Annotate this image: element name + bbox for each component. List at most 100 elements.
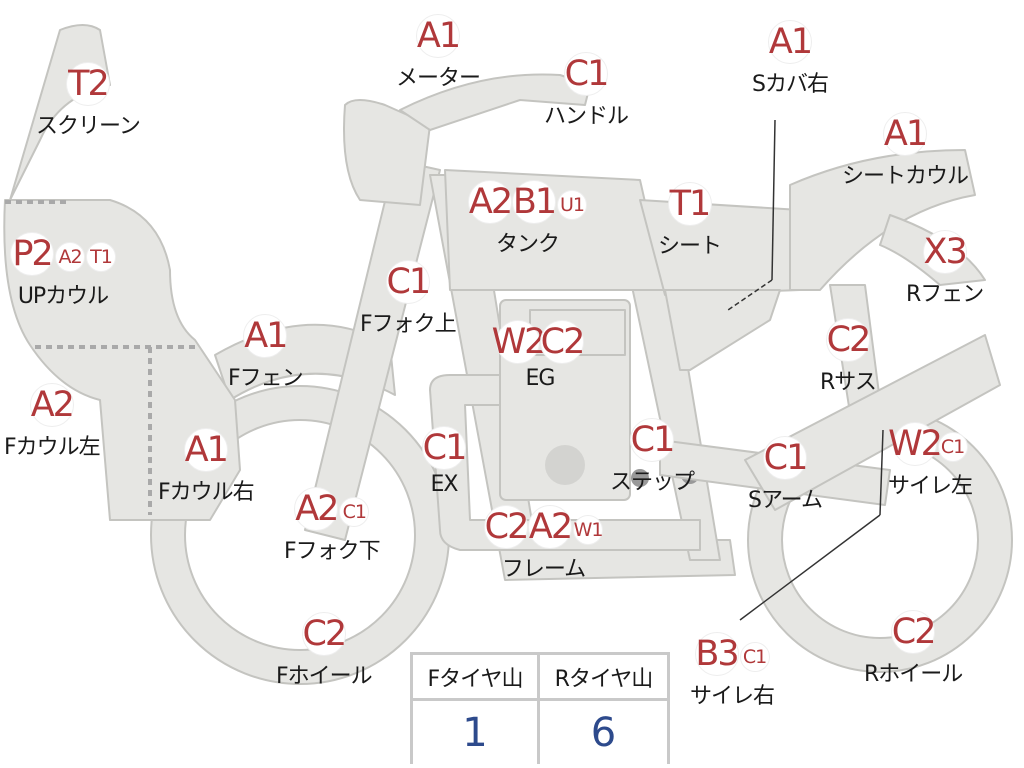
damage-codes: A1 xyxy=(243,314,288,358)
part-label: Rフェン xyxy=(906,282,984,307)
damage-code-badge: C2 xyxy=(891,610,937,654)
part-label: ハンドル xyxy=(544,104,629,129)
damage-codes: C2 xyxy=(891,610,937,654)
part-label: Fカウル左 xyxy=(4,435,101,460)
part-label: シート xyxy=(658,234,722,259)
part-label: EG xyxy=(525,366,556,391)
part-seat: T1 シート xyxy=(658,182,722,260)
rear-tire-header: Rタイヤ山 xyxy=(540,655,667,701)
damage-code-badge: T2 xyxy=(65,62,110,106)
front-tire-value: 1 xyxy=(413,701,540,764)
damage-codes: T1 xyxy=(667,182,712,226)
damage-code-badge: W2 xyxy=(888,422,943,466)
damage-code-badge: C2 xyxy=(540,320,585,364)
part-label: フレーム xyxy=(501,557,586,582)
damage-codes: C2 xyxy=(825,318,871,362)
damage-code-badge: A2 xyxy=(294,487,339,531)
part-label: Fフォク上 xyxy=(360,312,457,337)
part-label: Rホイール xyxy=(864,662,963,687)
part-label: Sアーム xyxy=(748,488,823,513)
damage-code-badge: C1 xyxy=(739,642,770,672)
damage-code-badge: U1 xyxy=(557,190,587,220)
seat-cowl-shape xyxy=(789,149,976,291)
damage-code-badge: W1 xyxy=(573,515,603,545)
damage-codes: A2 xyxy=(29,383,75,427)
damage-code-badge: C1 xyxy=(339,497,370,527)
part-label: UPカウル xyxy=(17,284,109,309)
part-label: Fカウル右 xyxy=(158,480,255,505)
part-screen: T2 スクリーン xyxy=(36,62,141,140)
part-label: Sカバ右 xyxy=(752,72,829,97)
damage-code-badge: A1 xyxy=(416,14,461,58)
damage-codes: C1 xyxy=(422,426,467,470)
damage-code-badge: C1 xyxy=(937,432,968,462)
damage-code-badge: B1 xyxy=(512,180,557,224)
part-seat-cowl: A1 シートカウル xyxy=(842,112,969,190)
part-meter: A1 メーター xyxy=(396,14,481,92)
damage-codes: A1 xyxy=(416,14,461,58)
damage-code-badge: A2 xyxy=(468,180,513,224)
damage-code-badge: C1 xyxy=(763,436,808,480)
damage-code-badge: C1 xyxy=(630,418,675,462)
handlebar-shape xyxy=(399,73,591,131)
part-label: Fフォク下 xyxy=(284,539,381,564)
damage-codes: X3 xyxy=(922,230,968,274)
part-label: Rサス xyxy=(820,370,877,395)
damage-code-badge: A2 xyxy=(528,505,573,549)
damage-code-badge: B3 xyxy=(694,632,740,676)
tire-tread-table: Fタイヤ山 Rタイヤ山 1 6 xyxy=(410,652,670,764)
part-label: Fホイール xyxy=(276,664,373,689)
part-label: タンク xyxy=(495,232,560,257)
damage-code-badge: A1 xyxy=(767,20,813,64)
damage-code-badge: A1 xyxy=(243,314,288,358)
part-label: スクリーン xyxy=(36,114,141,139)
damage-codes: A1 xyxy=(883,112,928,156)
damage-codes: T2 xyxy=(65,62,110,106)
muffler-shape xyxy=(744,334,1001,511)
part-label: サイレ右 xyxy=(690,684,775,709)
part-label: ステップ xyxy=(610,470,695,495)
damage-codes: C1 xyxy=(763,436,808,480)
part-step: C1 ステップ xyxy=(610,418,695,496)
part-label: メーター xyxy=(396,66,481,91)
damage-code-badge: C1 xyxy=(422,426,467,470)
damage-codes: C2 xyxy=(301,612,347,656)
part-label: シートカウル xyxy=(842,164,969,189)
part-handle: C1 ハンドル xyxy=(544,52,629,130)
rear-tire-value: 6 xyxy=(590,709,617,756)
part-label: EX xyxy=(430,472,459,497)
damage-code-badge: A1 xyxy=(883,112,928,156)
damage-code-badge: W2 xyxy=(491,320,546,364)
damage-code-badge: C1 xyxy=(564,52,609,96)
damage-code-badge: C2 xyxy=(484,505,529,549)
damage-code-badge: C1 xyxy=(385,260,431,304)
damage-codes: C1 xyxy=(564,52,609,96)
damage-code-badge: T1 xyxy=(86,242,116,272)
part-label: サイレ左 xyxy=(888,474,973,499)
damage-code-badge: A2 xyxy=(29,383,75,427)
damage-codes: C1 xyxy=(385,260,431,304)
